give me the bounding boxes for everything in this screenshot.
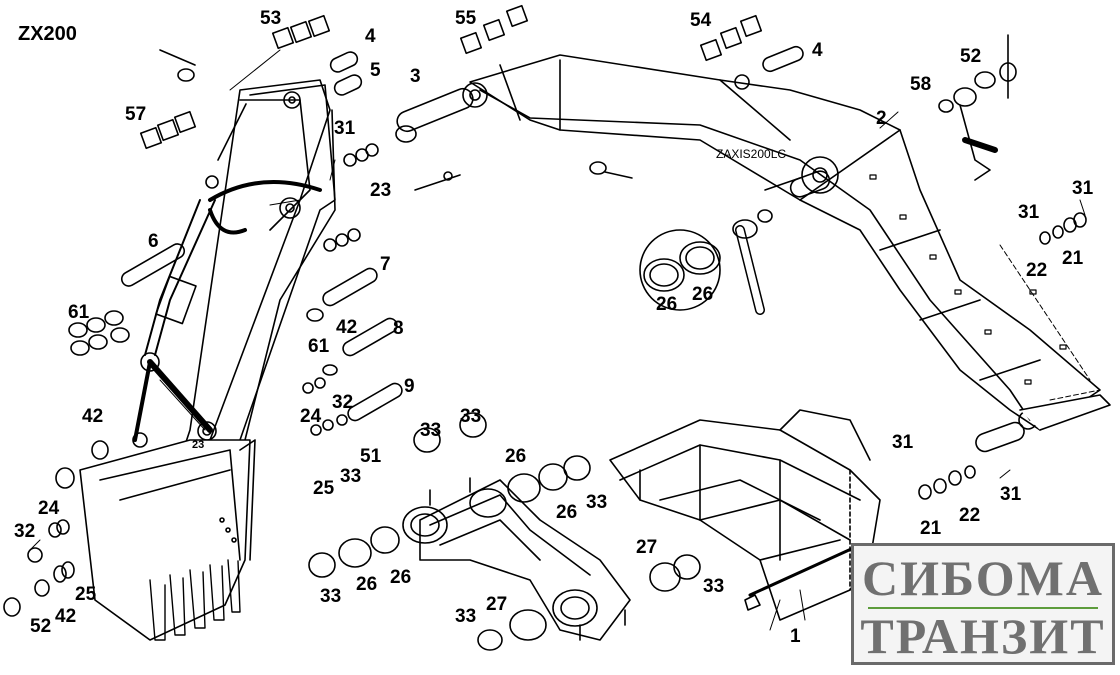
model-label: ZAXIS200LC <box>716 147 786 161</box>
callout-label: 31 <box>1000 484 1022 505</box>
callout-label: 55 <box>455 8 477 29</box>
callout-label: 26 <box>505 446 526 467</box>
callout-label: 42 <box>55 606 76 627</box>
boom-pins <box>395 34 1087 500</box>
callout-label: 23 <box>370 180 391 201</box>
callout-label: 26 <box>692 284 713 305</box>
callout-label: 31 <box>1018 202 1040 223</box>
callout-label: 27 <box>486 594 507 615</box>
callout-label: 27 <box>636 537 657 558</box>
boom-cylinder-detail <box>639 209 773 315</box>
callout-label: 61 <box>308 336 330 357</box>
callout-label: 24 <box>300 406 322 427</box>
brand-name-line1: СИБОМА <box>862 550 1104 606</box>
brand-name-line2: ТРАНЗИТ <box>860 608 1106 664</box>
callout-label: 9 <box>404 376 415 397</box>
callout-label: 5 <box>370 60 381 81</box>
callout-label: 61 <box>68 302 90 323</box>
callout-label: 3 <box>410 66 421 87</box>
arm-pins <box>3 49 403 617</box>
brand-divider <box>868 607 1098 609</box>
callout-label: 42 <box>82 406 103 427</box>
callout-label: 21 <box>920 518 942 539</box>
callout-label: 8 <box>393 318 404 339</box>
callout-label: 26 <box>556 502 577 523</box>
callout-label: 33 <box>320 586 341 607</box>
bucket <box>79 439 256 641</box>
callout-label: 6 <box>148 231 159 252</box>
shim-sets <box>139 4 763 150</box>
callout-label: 53 <box>260 8 281 29</box>
bucket-cylinder <box>132 199 217 487</box>
callout-label: 26 <box>390 567 411 588</box>
callout-label: 32 <box>332 392 353 413</box>
callout-label: 33 <box>420 420 441 441</box>
callout-label: 33 <box>703 576 724 597</box>
callout-label: 25 <box>313 478 335 499</box>
leader-lines <box>29 49 1101 631</box>
callout-label: 57 <box>125 104 146 125</box>
arm-assembly <box>179 79 336 461</box>
callout-label: 52 <box>960 46 981 67</box>
callout-label: 31 <box>892 432 914 453</box>
callout-labels: 1 2 3 4 4 5 6 7 8 9 21 21 22 22 23 23 24… <box>14 8 1094 647</box>
callout-label: 52 <box>30 616 51 637</box>
upper-frame <box>609 409 881 621</box>
brand-logo: СИБОМА ТРАНЗИТ <box>851 543 1115 665</box>
callout-label: 26 <box>356 574 377 595</box>
callout-label: 21 <box>1062 248 1084 269</box>
callout-label: 24 <box>38 498 60 519</box>
callout-label: 32 <box>14 521 35 542</box>
callout-label: 54 <box>690 10 712 31</box>
callout-label: 31 <box>1072 178 1094 199</box>
callout-label: 1 <box>790 626 801 647</box>
callout-label: 22 <box>959 505 980 526</box>
callout-label: 33 <box>455 606 476 627</box>
callout-label: 26 <box>656 294 677 315</box>
callout-label: 22 <box>1026 260 1047 281</box>
bucket-link <box>402 477 631 641</box>
callout-label: 58 <box>910 74 931 95</box>
callout-label: 33 <box>340 466 361 487</box>
callout-label: 23 <box>192 439 204 451</box>
link-rings <box>308 412 701 651</box>
callout-label: 42 <box>336 317 357 338</box>
callout-label: 4 <box>365 26 376 47</box>
callout-label: 33 <box>460 406 481 427</box>
callout-label: 2 <box>876 108 887 129</box>
diagram-title: ZX200 <box>18 23 77 45</box>
boom-assembly <box>462 54 1111 431</box>
callout-label: 4 <box>812 40 823 61</box>
callout-label: 7 <box>380 254 391 275</box>
callout-label: 31 <box>334 118 356 139</box>
callout-label: 33 <box>586 492 607 513</box>
callout-label: 51 <box>360 446 382 467</box>
callout-label: 25 <box>75 584 97 605</box>
